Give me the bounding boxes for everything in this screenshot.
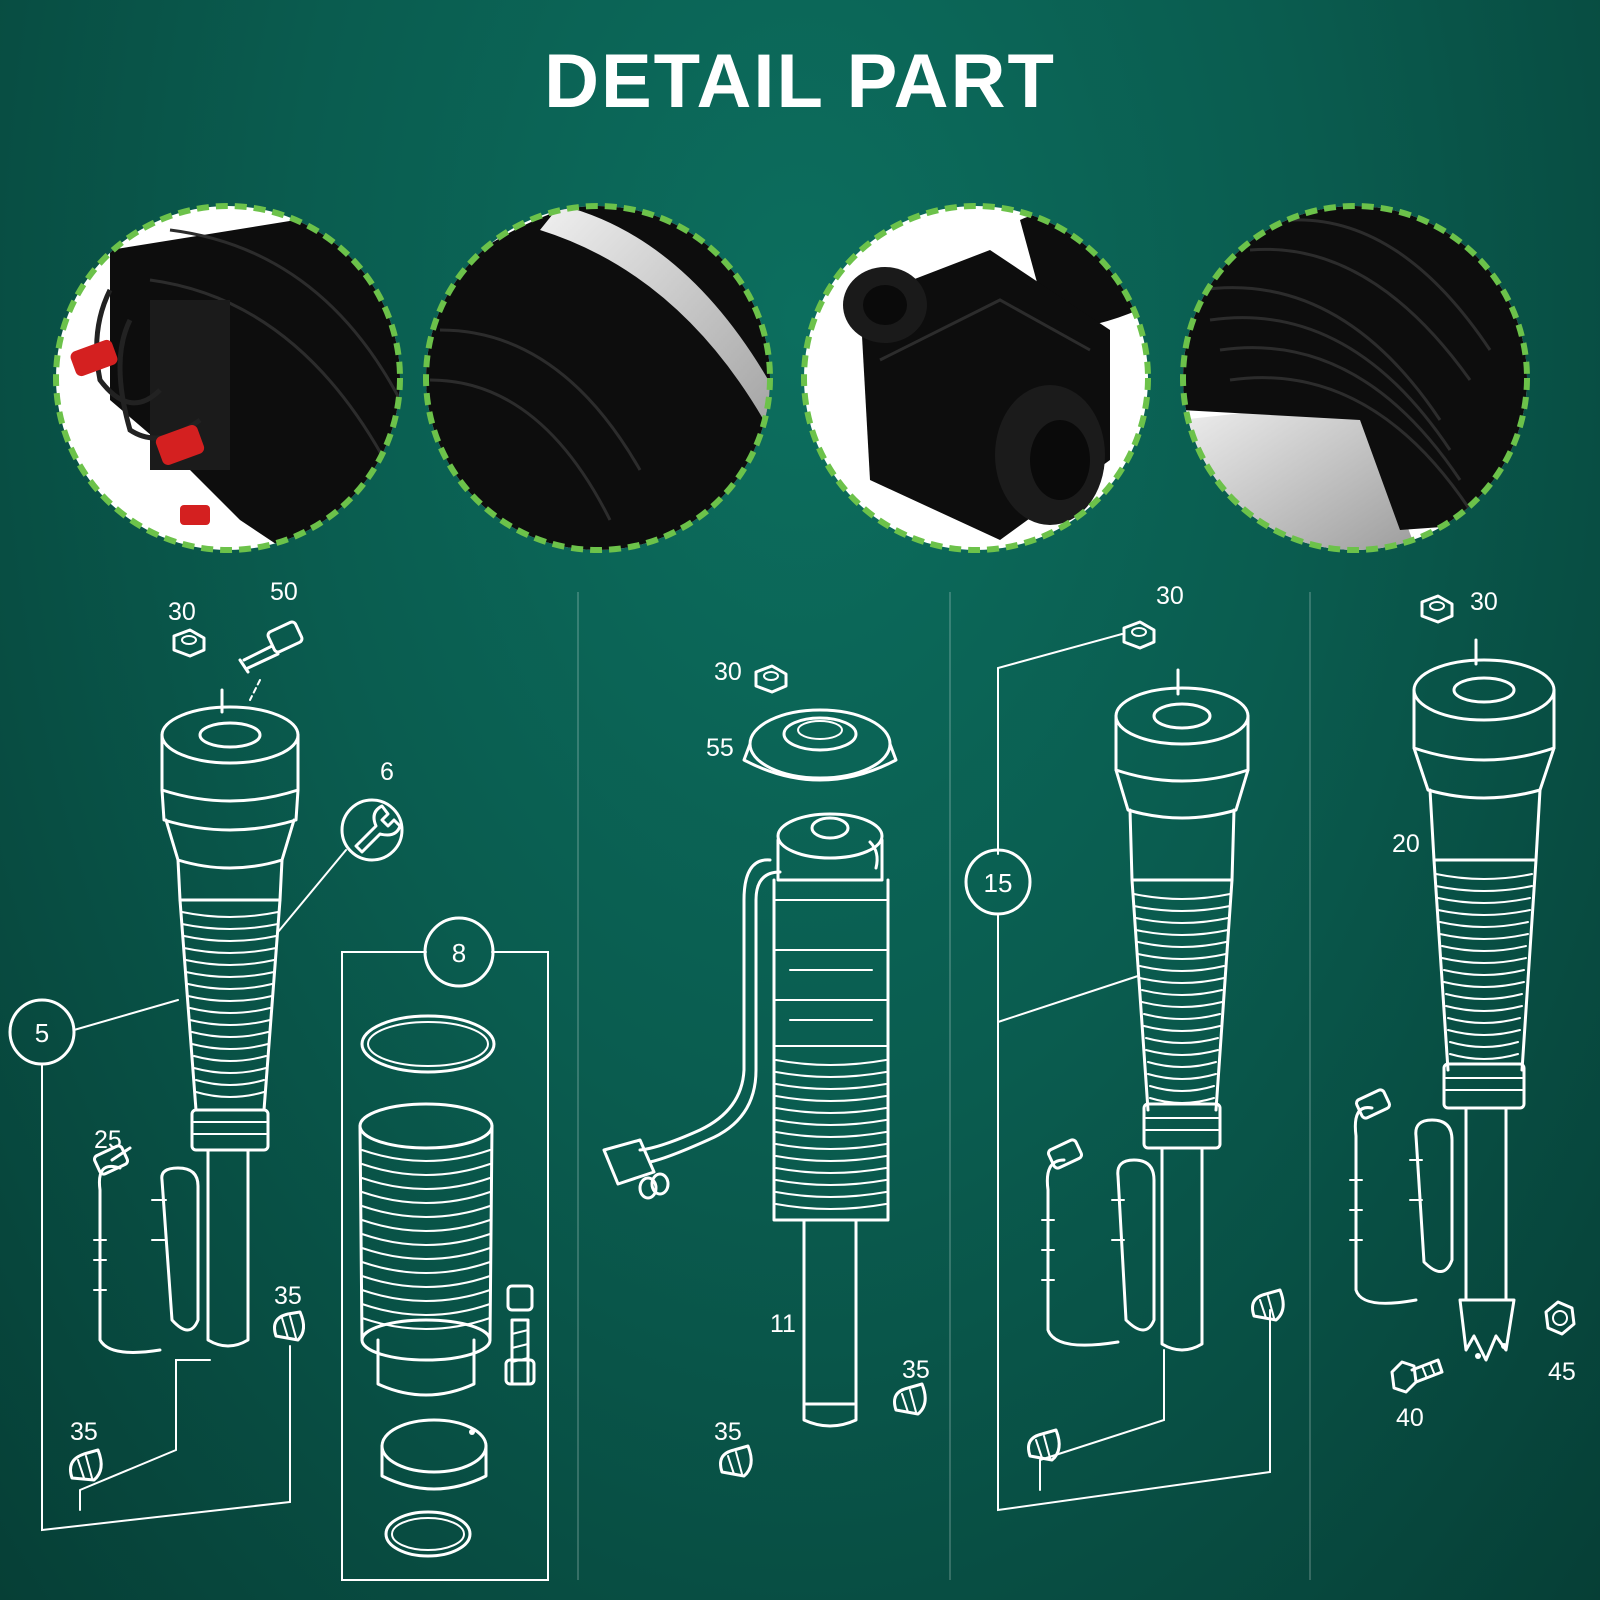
washer-icon (1544, 1300, 1576, 1336)
detail-photo-air-chamber (423, 203, 773, 553)
air-strut-drawing (1349, 638, 1556, 1362)
air-strut-drawing (1041, 668, 1250, 1352)
shock-strut-drawing (602, 812, 890, 1428)
panel-kit-8: 8 (341, 916, 549, 1581)
panel-strut-11: 30 55 11 (602, 658, 930, 1478)
callout-30: 30 (1470, 588, 1498, 616)
cap-icon (69, 1448, 103, 1482)
callout-35: 35 (274, 1282, 302, 1310)
panel-assembly-15: 30 15 (964, 582, 1285, 1512)
cap-icon (1251, 1288, 1285, 1322)
callout-30: 30 (168, 598, 196, 626)
red-connector-icon (155, 425, 205, 465)
callout-11: 11 (770, 1310, 796, 1338)
callout-5: 5 (35, 1018, 49, 1048)
dashed-ring (1180, 203, 1530, 553)
valve-icon (238, 620, 304, 674)
nut-icon (1420, 594, 1454, 624)
callout-40: 40 (1396, 1404, 1424, 1432)
nut-icon (172, 628, 206, 658)
detail-photo-valve-connector (53, 203, 403, 553)
cap-icon (273, 1310, 305, 1342)
air-strut-drawing (92, 688, 300, 1354)
callout-35: 35 (902, 1356, 930, 1384)
callout-30: 30 (714, 658, 742, 686)
panel-assembly-5: 30 50 25 (8, 578, 404, 1532)
panel-strut-20: 30 20 (1349, 588, 1576, 1432)
cap-icon (719, 1444, 753, 1478)
dashed-ring (423, 203, 773, 553)
top-mount-drawing (742, 708, 898, 782)
nut-icon (1122, 620, 1156, 650)
bellows-sleeve-drawing (358, 1102, 494, 1397)
seal-ring-drawing (360, 1014, 496, 1074)
guide-ring-drawing (380, 1418, 488, 1474)
callout-15: 15 (984, 868, 1013, 898)
callout-35: 35 (714, 1418, 742, 1446)
callout-35: 35 (70, 1418, 98, 1446)
page-title: DETAIL PART (544, 39, 1056, 124)
callout-50: 50 (270, 578, 298, 606)
dashed-ring (53, 203, 403, 553)
cap-icon (893, 1382, 927, 1416)
callout-45: 45 (1548, 1358, 1576, 1386)
bolt-icon (504, 1284, 536, 1386)
detail-photo-bushing (801, 203, 1151, 553)
callout-20: 20 (1392, 830, 1420, 858)
red-connector-icon (70, 339, 118, 377)
bottom-ring-drawing (384, 1510, 472, 1558)
nut-icon (754, 664, 788, 694)
callout-55: 55 (706, 734, 734, 762)
callout-30: 30 (1156, 582, 1184, 610)
callout-6: 6 (380, 758, 394, 786)
detail-photo-bellows (1180, 203, 1530, 553)
callout-circle-8 (423, 916, 495, 988)
bolt-icon (1390, 1358, 1444, 1394)
column-dividers (577, 592, 1311, 1580)
callout-8: 8 (452, 938, 466, 968)
callout-25: 25 (94, 1126, 122, 1154)
wrench-icon (340, 798, 404, 862)
dashed-ring (801, 203, 1151, 553)
cap-icon (1027, 1428, 1061, 1462)
